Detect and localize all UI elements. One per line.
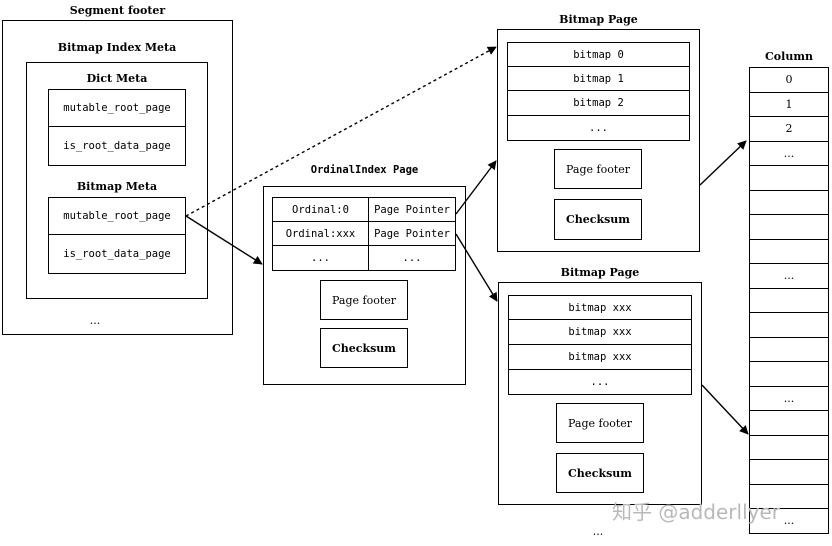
column-title: Column: [765, 50, 813, 63]
page-footer-box: Page footer: [554, 149, 642, 189]
column-cell: [749, 336, 829, 362]
column-cell: [749, 214, 829, 240]
page-pointer-cell: Page Pointer: [368, 221, 456, 246]
bitmap-meta-title: Bitmap Meta: [76, 180, 158, 193]
checksum-box: Checksum: [554, 199, 642, 240]
page-pointer-cell: ...: [368, 245, 456, 271]
watermark: 知乎 @adderllyer: [612, 500, 781, 524]
segment-footer-title: Segment footer: [69, 4, 166, 17]
bitmap-meta-to-ordinal-arrow: [185, 215, 263, 265]
checksum-box: Checksum: [556, 453, 644, 493]
bitmap-meta-field: is_root_data_page: [48, 234, 186, 274]
bitmap-page-2-to-column-arrow: [701, 384, 749, 435]
bitmap-row: bitmap 2: [507, 90, 690, 116]
bitmap-page-title: Bitmap Page: [559, 13, 638, 26]
bitmap-meta-field: mutable_root_page: [48, 197, 186, 235]
dict-meta-field: is_root_data_page: [48, 126, 186, 166]
column-cell: ...: [749, 508, 829, 534]
bitmap-row: ...: [508, 369, 692, 395]
column-cell: [749, 483, 829, 509]
ordinal-index-page-title: OrdinalIndex Page: [310, 164, 419, 176]
page-pointer-cell: Page Pointer: [368, 197, 456, 222]
bitmap-row: bitmap xxx: [508, 295, 692, 320]
ordinal-cell: ...: [272, 245, 369, 271]
column-cell: [749, 287, 829, 313]
pointer-to-bitmap-page-1-arrow: [455, 160, 497, 215]
column-cell: ...: [749, 263, 829, 289]
bitmap-row: bitmap 0: [507, 42, 690, 67]
column-cell: 2: [749, 116, 829, 142]
page-footer-box: Page footer: [556, 403, 644, 443]
page-footer-box: Page footer: [320, 280, 408, 320]
dotted-arrow: [185, 46, 497, 217]
ordinal-cell: Ordinal:xxx: [272, 221, 369, 246]
segment-footer-ellipsis: ...: [89, 314, 101, 327]
checksum-box: Checksum: [320, 328, 408, 368]
column-cell: [749, 361, 829, 387]
column-cell: [749, 459, 829, 485]
bottom-ellipsis: ...: [592, 525, 604, 538]
dict-meta-title: Dict Meta: [86, 72, 148, 85]
bitmap-page-1-to-column-arrow: [699, 140, 747, 186]
bitmap-index-meta-title: Bitmap Index Meta: [57, 41, 177, 54]
bitmap-page-title: Bitmap Page: [560, 266, 640, 279]
pointer-to-bitmap-page-2-arrow: [455, 233, 498, 302]
column-cell: ...: [749, 385, 829, 411]
bitmap-row: ...: [507, 115, 690, 141]
